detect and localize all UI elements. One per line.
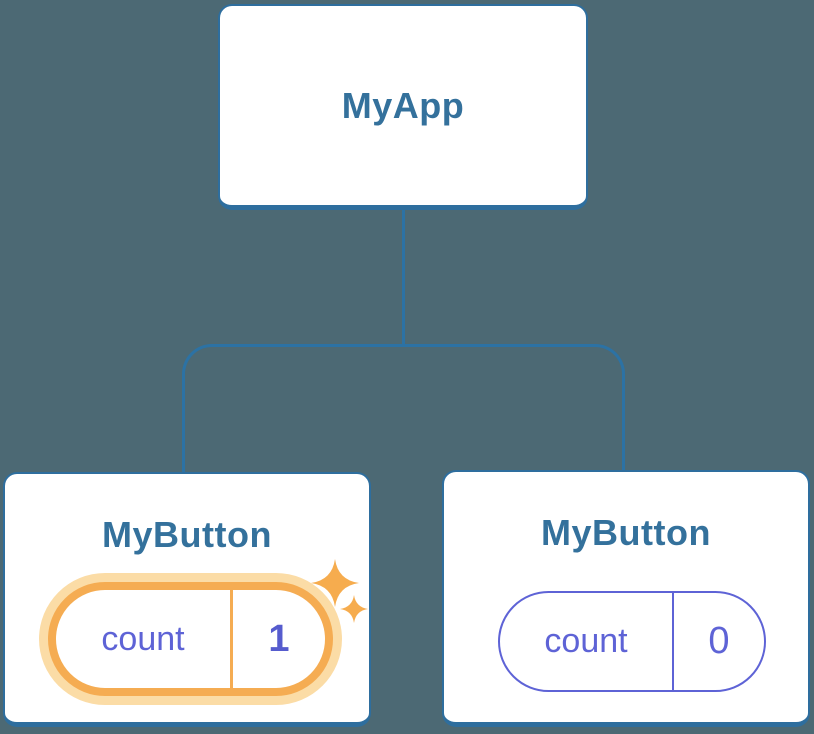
pill-divider [230, 590, 233, 688]
node-label: MyButton [102, 514, 272, 555]
state-key: count [101, 619, 185, 658]
tree-node-mybutton-2: MyButton count 0 [442, 470, 810, 727]
sparkle-icon [311, 559, 368, 623]
node-label: MyButton [541, 512, 711, 553]
tree-node-mybutton-1: MyButton count 1 [3, 472, 371, 727]
pill-divider [672, 593, 674, 690]
state-key: count [544, 622, 628, 660]
node-label: MyApp [341, 84, 465, 126]
state-pill-plain: count 0 [498, 591, 766, 692]
connector-root-stem [402, 208, 405, 346]
state-pill: count 1 [48, 582, 333, 696]
tree-node-myapp: MyApp [218, 4, 588, 210]
state-value: 0 [708, 620, 730, 662]
state-pill-highlighted: count 1 [39, 573, 342, 705]
state-value: 1 [268, 617, 290, 660]
connector-branch [182, 344, 625, 472]
